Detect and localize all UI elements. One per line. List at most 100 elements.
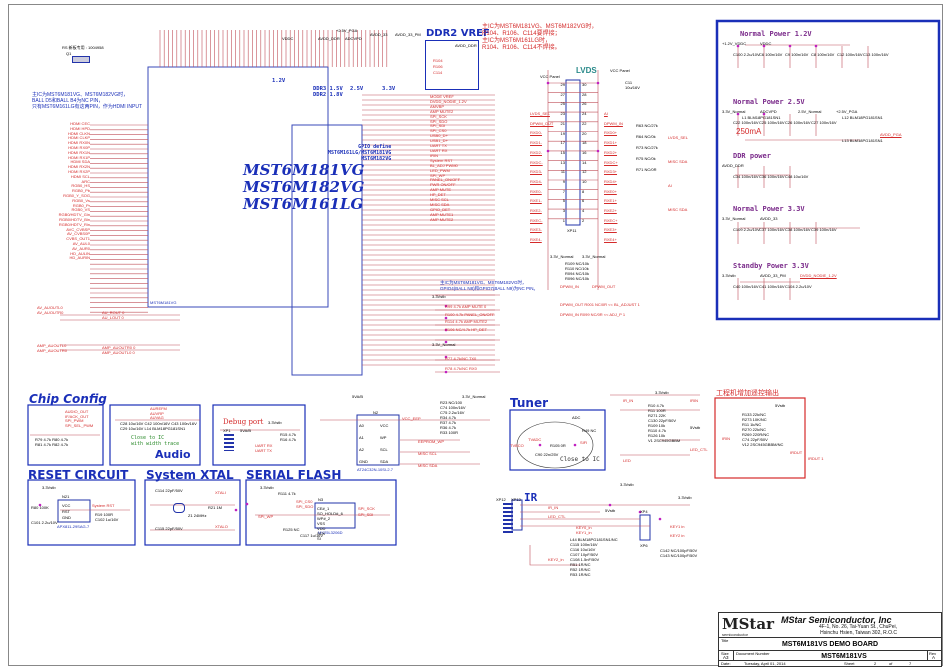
junction-dot (245, 502, 249, 506)
tuner-net: TVBCO (510, 443, 524, 448)
net-label: KEY1_in (576, 529, 592, 535)
power-cap-label: C9 100n/16V (785, 52, 809, 57)
reset-rail: 3.3Vstb (42, 485, 56, 490)
uart-pull: R78 4.7k/NC RX0 (445, 366, 477, 371)
eeprom-ref: N2 (373, 410, 379, 415)
lvds-pin: 23 (560, 111, 565, 117)
lvds-output: DPWM_IN R099 NC/0R << ADJ_P 1 (560, 312, 626, 317)
left-net-label: AV_AUR0 (72, 245, 90, 251)
net-label: AMP_AUOUTL0 (37, 343, 67, 348)
reset-ic-body (57, 499, 91, 523)
right-net-label: UART RX (430, 147, 448, 153)
left-net-label: RGB0_Y_SOG (63, 192, 90, 198)
ir-part: C108 1.5nF/50V (570, 557, 600, 562)
lvds-side-part: R63 NC/27k (636, 123, 658, 128)
right-net-label: PANEL_ON/OFF (430, 177, 461, 183)
size-label: Size (721, 651, 729, 656)
eeprom-part: R37 4.7k (440, 420, 457, 425)
lvds-net: DPWM_IN (604, 120, 623, 126)
chip-name-list: MST6M181VG MST6M182VG MST6M161LG (243, 162, 364, 213)
flash-part: MX25L3206D (318, 530, 343, 535)
left-net-label: HDMI RX0N (67, 140, 90, 146)
power-cap-label: C37 100n/16V (759, 227, 785, 232)
right-net-label: SPI_SDI (430, 123, 446, 129)
junction-dot (658, 517, 662, 521)
tuner-net: TVADC (528, 437, 542, 442)
power-cap-label: C34 100n/16V (733, 174, 759, 179)
lvds-side-part: R71 NC/0R (636, 167, 657, 172)
debug-box (212, 404, 306, 466)
sheet-label: Sheet (844, 661, 855, 666)
port-label: AMP_AUOUTL0 0 (102, 350, 135, 355)
lvds-net: RXE2- (530, 208, 542, 214)
power-cap-label: C109 2.2u/10V (733, 227, 760, 232)
junction-dot (38, 503, 42, 507)
power-cap-label: C8 100n/16V (811, 52, 835, 57)
right-net-label: SPI_WP (430, 172, 446, 178)
junction-dot (596, 81, 600, 85)
xtal-resistor: R21 1M (208, 505, 223, 510)
gpio-define-line: GPIO define (358, 144, 392, 150)
ir-ref: XP13 (511, 497, 521, 502)
net-label: EEPROM_WP (418, 439, 445, 444)
chip-name: MST6M161LG (243, 195, 364, 213)
lvds-net: RXE1+ (604, 198, 617, 204)
flash-pin: SI (317, 536, 321, 541)
ddr-voltage-labels: DDR3 1.5V DDR2 1.8V (313, 86, 343, 98)
debug-nets: UART RX UART TX (255, 443, 272, 453)
right-net-label: PWR ON/OFF (430, 182, 456, 188)
inductor-label: L12 BLM18PG181SN1 (842, 115, 883, 120)
net-label: SPI_CS0 (296, 499, 313, 504)
lvds-pin: 6 (582, 198, 585, 204)
reset-part: APX811-29SAG-7 (57, 524, 90, 529)
part-label: C28 10u/16V (120, 421, 144, 426)
lvds-rail: VCC Panel (610, 68, 630, 73)
debug-parts: R15 4.7k R16 4.7k (280, 432, 296, 442)
lvds-pin: 24 (582, 111, 587, 117)
power-cap-label: C40 100n/16V (733, 284, 759, 289)
lvds-bottom-part: R096 NC/10k (565, 276, 590, 281)
remote-rail: 5Vstb (775, 403, 786, 408)
remote-title: 工程机增加遥控输出 (716, 390, 779, 397)
port-label: AU_ROUT 0 (102, 310, 125, 315)
flash-rail: 3.3Vstb (260, 485, 274, 490)
right-net-label: AMP MUTE1 (430, 211, 454, 217)
ir-part: R53 1R/NC (570, 572, 591, 577)
junction-dot (444, 340, 448, 344)
lvds-net: RXD4+ (604, 178, 618, 184)
ddr2-rail: AVDD_DDR (455, 43, 477, 48)
note-line: 只有MST6M161LG有这两PIN，作为HDMI INPUT (32, 104, 143, 110)
reset-parts-left: R80 100K C101 2.2u/10V (31, 500, 58, 530)
logo-subtitle: semiconductor (722, 632, 749, 637)
voltage-label: 3.3V (382, 86, 396, 92)
lvds-pin: 17 (560, 140, 565, 146)
debug-rail: 3.3Vstb (268, 420, 282, 425)
ir-rail: 5Vstb (605, 508, 616, 513)
net-label: AUDIO_OUT (65, 409, 89, 414)
lvds-side-net: MISC SDA (668, 207, 688, 212)
sheet-total: 7 (909, 661, 912, 666)
eeprom-pin: A2 (359, 447, 364, 452)
part-label: R111 4.7k (278, 491, 296, 496)
note-line: with width trace (131, 441, 180, 447)
lvds-pin: 3 (562, 208, 565, 214)
lvds-net: RXE0+ (604, 188, 617, 194)
lvds-net: RXD1+ (604, 140, 618, 146)
lvds-net: RXE0- (530, 188, 542, 194)
net-label: AV_AUOUTR0 (37, 310, 64, 315)
ir-part: R52 1R/NC (570, 567, 591, 572)
junction-dot (546, 149, 550, 153)
remote-part: R270 22k/NC (742, 427, 767, 432)
ir-connector-body (511, 499, 523, 531)
left-net-label: HDMI CLKN (67, 130, 90, 136)
left-net-label: HD_AULIN (70, 250, 90, 256)
net-label: MISC SCL (418, 451, 437, 456)
flash-body (314, 502, 356, 529)
company-name: MStar Semiconductor, Inc (781, 615, 892, 625)
junction-dot (814, 44, 818, 48)
power-section-title: DDR power (733, 152, 771, 160)
note-line: GPIO4(BALL N8)和GPIO7(BALL N9)为NC PIN。 (440, 285, 538, 291)
left-net-label: RGB0_VS (71, 207, 90, 213)
remote-box (714, 397, 806, 479)
